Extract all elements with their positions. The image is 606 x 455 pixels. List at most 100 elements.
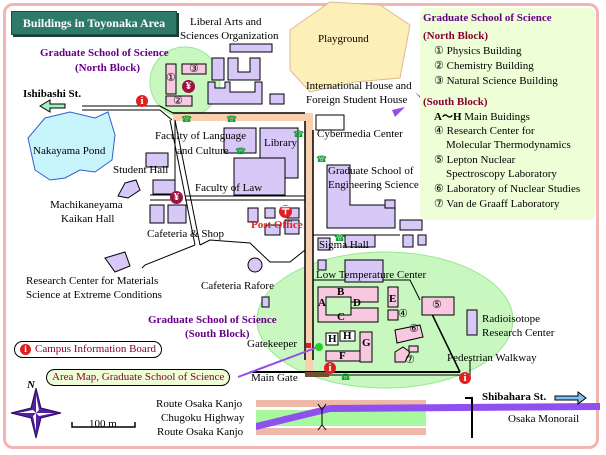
phone-icon: ☎ <box>235 146 247 156</box>
legend-item: ④ Research Center for <box>434 125 535 137</box>
legend-item: ② Chemistry Building <box>434 60 534 72</box>
label-gatekeeper: Gatekeeper <box>247 338 298 350</box>
legend-item: Spectroscopy Laboratory <box>446 168 557 180</box>
label-post-office[interactable]: Post Office <box>251 219 303 231</box>
label-machikaneyama: Machikaneyama <box>50 199 123 211</box>
label-shibahara: Shibahara St. <box>482 391 547 403</box>
main-road-vertical <box>305 113 313 373</box>
scale-bar <box>71 422 136 428</box>
phone-icon: ☎ <box>316 154 328 164</box>
building-b[interactable]: B <box>337 286 345 298</box>
playground <box>289 1 411 93</box>
info-board-icon: i <box>20 344 31 355</box>
ishibashi-arrow <box>39 99 66 113</box>
legend-panel: Graduate School of Science (North Block)… <box>420 8 595 220</box>
legend-item: ⑥ Laboratory of Nuclear Studies <box>434 183 581 195</box>
campus-info-board-label: Campus Information Board <box>35 343 156 355</box>
label-low-temp[interactable]: Low Temperature Center <box>316 269 427 281</box>
phone-icon: ☎ <box>293 129 305 139</box>
legend-item: ① Physics Building <box>434 45 522 57</box>
building-6[interactable]: ⑥ <box>409 323 419 335</box>
label-international-house-2: Foreign Student House <box>306 94 408 106</box>
roads <box>82 105 471 376</box>
label-playground[interactable]: Playground <box>318 33 369 45</box>
label-machikaneyama-2: Kaikan Hall <box>61 213 115 225</box>
label-chugoku: Chugoku Highway <box>161 412 245 424</box>
north-indicator: N <box>27 379 35 391</box>
phone-icon: ☎ <box>334 233 346 243</box>
label-faculty-law[interactable]: Faculty of Law <box>195 182 263 194</box>
campus-info-board-key: i Campus Information Board <box>14 341 162 358</box>
nakayama-pond <box>27 111 116 181</box>
label-radioisotope-2: Research Center <box>482 327 555 339</box>
building-g[interactable]: G <box>362 337 371 349</box>
building-e[interactable]: E <box>389 293 397 305</box>
main-road-top <box>173 113 305 121</box>
building-4[interactable]: ④ <box>398 308 408 320</box>
building-1-physics[interactable]: ① <box>166 72 176 84</box>
label-ishibashi: Ishibashi St. <box>23 88 82 100</box>
legend-item: Molecular Thermodynamics <box>446 139 571 151</box>
map-title: Buildings in Toyonaka Area <box>11 11 177 35</box>
label-liberal-arts-2: Sciences Organization <box>180 30 279 42</box>
label-cafeteria-rafore[interactable]: Cafeteria Rafore <box>201 280 274 292</box>
osaka-monorail <box>256 403 600 430</box>
label-research-materials-2: Science at Extreme Conditions <box>26 289 162 301</box>
label-library[interactable]: Library <box>264 137 297 149</box>
phone-icon: ☎ <box>226 114 238 124</box>
label-faculty-language-2: and Culture <box>177 145 229 157</box>
label-cafeteria-shop[interactable]: Cafeteria & Shop <box>147 228 224 240</box>
atm-yen-icon[interactable]: ¥ <box>170 191 183 204</box>
building-3-natural-science[interactable]: ③ <box>189 63 199 75</box>
science-south-zone <box>256 251 514 389</box>
atm-yen-icon[interactable]: ¥ <box>182 80 195 93</box>
legend-south-heading: (South Block) <box>423 96 488 108</box>
phone-icon: ☎ <box>181 114 193 124</box>
building-c[interactable]: C <box>337 311 345 323</box>
building-a[interactable]: A <box>318 297 326 309</box>
legend-title: Graduate School of Science <box>423 12 552 24</box>
phone-icon: ☎ <box>340 372 352 382</box>
label-main-gate: Main Gate <box>251 372 298 384</box>
label-international-house: International House and <box>306 80 412 92</box>
legend-item: ⑦ Van de Graaff Laboratory <box>434 198 560 210</box>
buildings <box>104 43 478 336</box>
label-route-osaka-1: Route Osaka Kanjo <box>156 398 243 410</box>
label-grad-engineering-2: Engineering Science <box>328 179 419 191</box>
label-gss-north: Graduate School of Science <box>40 47 169 59</box>
legend-item: ③ Natural Science Building <box>434 75 558 87</box>
building-d[interactable]: D <box>353 297 361 309</box>
label-gss-south: Graduate School of Science <box>148 314 277 326</box>
label-nakayama-pond: Nakayama Pond <box>33 145 106 157</box>
info-board-icon[interactable]: i <box>324 362 336 374</box>
route-osaka-kanjo-1 <box>256 400 426 407</box>
legend-item: A〜H Main Buidings <box>434 111 530 123</box>
label-student-hall[interactable]: Student Hall <box>113 164 169 176</box>
building-2-chemistry[interactable]: ② <box>173 95 183 107</box>
building-h1[interactable]: H <box>328 333 337 345</box>
label-cybermedia[interactable]: Cybermedia Center <box>317 128 403 140</box>
label-pedestrian: Pedestrian Walkway <box>447 352 537 364</box>
label-osaka-monorail: Osaka Monorail <box>508 413 580 425</box>
info-board-icon[interactable]: i <box>459 372 471 384</box>
main-gate <box>305 372 329 377</box>
label-faculty-language[interactable]: Faculty of Language <box>155 130 247 142</box>
label-grad-engineering[interactable]: Graduate School of <box>328 165 414 177</box>
science-buildings <box>165 63 455 363</box>
legend-north-heading: (North Block) <box>423 30 489 42</box>
building-f[interactable]: F <box>339 350 346 362</box>
monorail-pier <box>465 397 473 438</box>
label-research-materials: Research Center for Materials <box>26 275 159 287</box>
post-office-icon[interactable]: 〒 <box>279 205 292 218</box>
label-sigma-hall[interactable]: Sigma Hall <box>319 239 369 251</box>
shibahara-arrow <box>554 391 587 405</box>
label-gss-north-2: (North Block) <box>75 62 141 74</box>
area-map-link[interactable]: Area Map, Graduate School of Science <box>46 369 231 386</box>
building-h2[interactable]: H <box>343 330 352 342</box>
building-7[interactable]: ⑦ <box>405 354 415 366</box>
label-liberal-arts: Liberal Arts and <box>190 16 262 28</box>
building-5[interactable]: ⑤ <box>432 299 442 311</box>
info-board-icon[interactable]: i <box>136 95 148 107</box>
compass-icon <box>10 387 62 439</box>
